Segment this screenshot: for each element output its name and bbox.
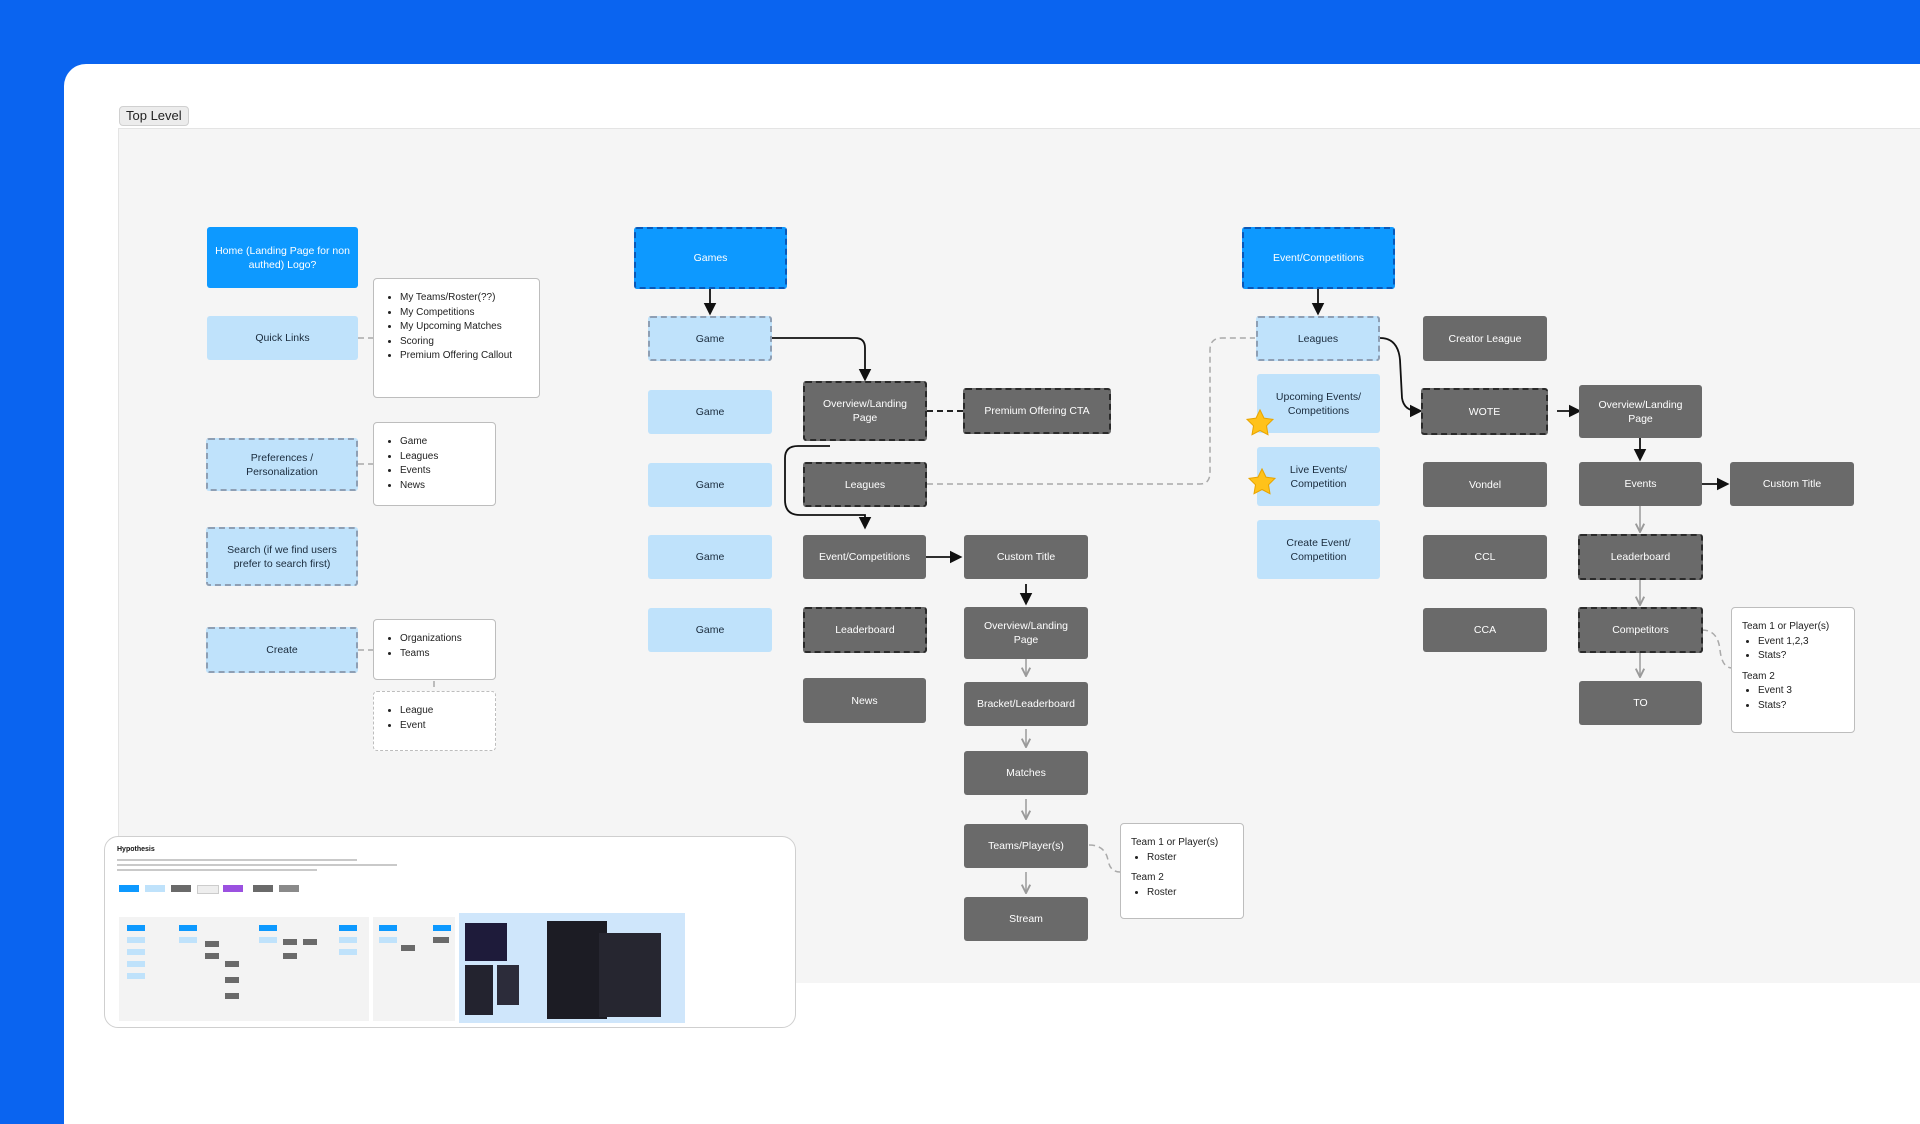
list-item: Game bbox=[400, 435, 485, 450]
game-node-2[interactable]: Game bbox=[648, 390, 772, 434]
dashed-connectors bbox=[927, 337, 1733, 873]
preferences-list: GameLeaguesEventsNews bbox=[373, 422, 496, 506]
thumb-block bbox=[145, 885, 165, 892]
thumb-line bbox=[117, 864, 397, 866]
gray-connectors bbox=[1026, 505, 1640, 892]
team1-title: Team 1 or Player(s) bbox=[1131, 837, 1219, 848]
list-item: Event 3 bbox=[1758, 684, 1844, 699]
thumb-line bbox=[117, 869, 317, 871]
games-header-node[interactable]: Games bbox=[634, 227, 787, 289]
events-events-node[interactable]: Events bbox=[1579, 462, 1702, 506]
connector-layer bbox=[358, 289, 1733, 1080]
list-item: Stats? bbox=[1758, 699, 1844, 714]
upcoming-events-node[interactable]: Upcoming Events/ Competitions bbox=[1257, 374, 1380, 433]
games-leagues-node[interactable]: Leagues bbox=[803, 462, 927, 507]
games-leaderboard-node[interactable]: Leaderboard bbox=[803, 607, 927, 653]
games-overview-node[interactable]: Overview/Landing Page bbox=[803, 381, 927, 441]
create-list: OrganizationsTeams bbox=[373, 619, 496, 680]
quick-links-list: My Teams/Roster(??)My CompetitionsMy Upc… bbox=[373, 278, 540, 398]
games-connectors bbox=[703, 289, 1730, 606]
left-column-links bbox=[358, 337, 435, 692]
live-events-node[interactable]: Live Events/ Competition bbox=[1257, 447, 1380, 506]
events-header-node[interactable]: Event/Competitions bbox=[1242, 227, 1395, 289]
thumb-screens bbox=[459, 913, 685, 1023]
list-item: Premium Offering Callout bbox=[400, 349, 529, 364]
thumb-block bbox=[279, 885, 299, 892]
premium-cta-node[interactable]: Premium Offering CTA bbox=[963, 388, 1111, 434]
team2-title: Team 2 bbox=[1131, 872, 1164, 884]
wote-node[interactable]: WOTE bbox=[1421, 388, 1548, 435]
stream-node[interactable]: Stream bbox=[964, 897, 1088, 941]
create-list-secondary: LeagueEvent bbox=[373, 691, 496, 751]
game-node-1[interactable]: Game bbox=[648, 316, 772, 361]
matches-node[interactable]: Matches bbox=[964, 751, 1088, 795]
games-overview-2-node[interactable]: Overview/Landing Page bbox=[964, 607, 1088, 659]
events-teams-list: Team 1 or Player(s)Event 1,2,3Stats? Tea… bbox=[1731, 607, 1855, 733]
create-node[interactable]: Create bbox=[206, 627, 358, 673]
list-item: Event bbox=[400, 719, 485, 734]
events-overview-node[interactable]: Overview/Landing Page bbox=[1579, 385, 1702, 438]
preferences-node[interactable]: Preferences / Personalization bbox=[206, 438, 358, 491]
list-item: Teams bbox=[400, 647, 485, 662]
games-teams-list: Team 1 or Player(s) Roster Team 2 Roster bbox=[1120, 823, 1244, 919]
thumb-block bbox=[197, 885, 219, 894]
bracket-node[interactable]: Bracket/Leaderboard bbox=[964, 682, 1088, 726]
list-item: Events bbox=[400, 464, 485, 479]
search-node[interactable]: Search (if we find users prefer to searc… bbox=[206, 527, 358, 586]
games-event-competitions-node[interactable]: Event/Competitions bbox=[803, 535, 926, 579]
list-item: League bbox=[400, 704, 485, 719]
thumb-section bbox=[373, 917, 455, 1021]
home-node[interactable]: Home (Landing Page for non authed) Logo? bbox=[207, 227, 358, 288]
to-node[interactable]: TO bbox=[1579, 681, 1702, 725]
list-item: News bbox=[400, 479, 485, 494]
games-custom-title-node[interactable]: Custom Title bbox=[964, 535, 1088, 579]
thumb-block bbox=[119, 885, 139, 892]
creator-league-node[interactable]: Creator League bbox=[1423, 316, 1547, 361]
create-event-node[interactable]: Create Event/ Competition bbox=[1257, 520, 1380, 579]
events-custom-title-node[interactable]: Custom Title bbox=[1730, 462, 1854, 506]
frame-label[interactable]: Top Level bbox=[119, 106, 189, 126]
games-news-node[interactable]: News bbox=[803, 678, 926, 723]
quick-links-node[interactable]: Quick Links bbox=[207, 316, 358, 360]
thumb-block bbox=[223, 885, 243, 892]
events-leaderboard-node[interactable]: Leaderboard bbox=[1578, 534, 1703, 580]
star-icon bbox=[1247, 467, 1277, 495]
thumb-block bbox=[253, 885, 273, 892]
minimap-thumbnail[interactable]: Hypothesis bbox=[104, 836, 796, 1028]
list-item: Roster bbox=[1147, 851, 1233, 866]
thumb-section bbox=[119, 917, 369, 1021]
teams-players-node[interactable]: Teams/Player(s) bbox=[964, 824, 1088, 868]
thumb-block bbox=[171, 885, 191, 892]
game-node-3[interactable]: Game bbox=[648, 463, 772, 507]
ccl-node[interactable]: CCL bbox=[1423, 535, 1547, 579]
events-leagues-node[interactable]: Leagues bbox=[1256, 316, 1380, 361]
list-item: My Competitions bbox=[400, 306, 529, 321]
list-item: Event 1,2,3 bbox=[1758, 635, 1844, 650]
list-item: Stats? bbox=[1758, 649, 1844, 664]
cca-node[interactable]: CCA bbox=[1423, 608, 1547, 652]
game-node-5[interactable]: Game bbox=[648, 608, 772, 652]
list-item: Scoring bbox=[400, 335, 529, 350]
list-item: My Teams/Roster(??) bbox=[400, 291, 529, 306]
competitors-node[interactable]: Competitors bbox=[1578, 607, 1703, 653]
list-item: Leagues bbox=[400, 450, 485, 465]
vondel-node[interactable]: Vondel bbox=[1423, 462, 1547, 507]
list-item: Organizations bbox=[400, 632, 485, 647]
team2-title: Team 2 bbox=[1742, 670, 1775, 682]
thumb-line bbox=[117, 859, 357, 861]
list-item: Roster bbox=[1147, 886, 1233, 901]
list-item: My Upcoming Matches bbox=[400, 320, 529, 335]
thumbnail-title: Hypothesis bbox=[117, 846, 155, 853]
star-icon bbox=[1245, 408, 1275, 436]
game-node-4[interactable]: Game bbox=[648, 535, 772, 579]
team1-title: Team 1 or Player(s) bbox=[1742, 621, 1830, 632]
